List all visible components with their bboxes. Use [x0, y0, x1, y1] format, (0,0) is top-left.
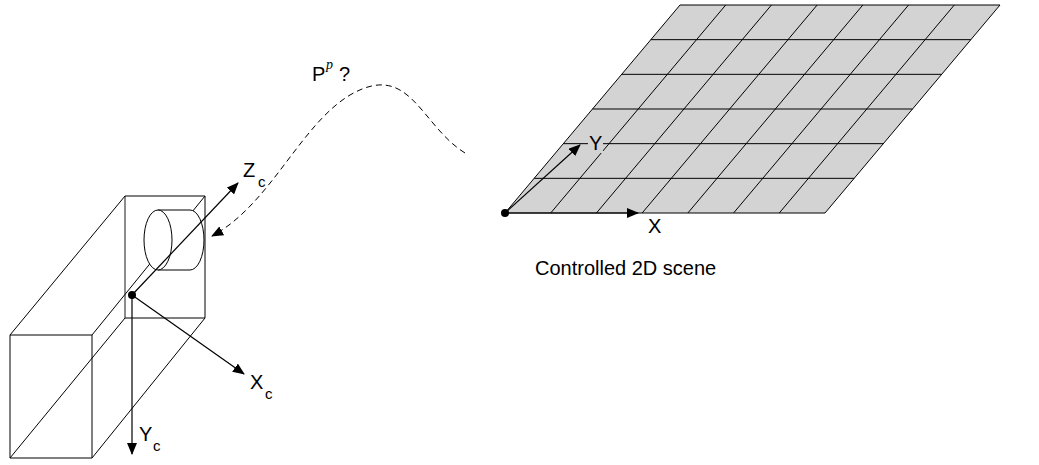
grid-lines [534, 5, 971, 213]
point-label: ? [339, 64, 350, 84]
axis-arrow [505, 145, 580, 213]
axis-label: X [648, 216, 661, 236]
axis-label: Y [588, 133, 603, 153]
axis-subscript: c [153, 438, 161, 453]
axis-label: Y [139, 424, 152, 444]
axis-arrow [132, 295, 244, 374]
camera-body [10, 196, 205, 458]
axis-label: Z [243, 160, 255, 180]
axis-arrow [131, 295, 132, 454]
axis-subscript: c [265, 386, 273, 401]
mapping-arrow [212, 85, 465, 236]
axis-arrow [132, 183, 238, 295]
axis-arrow [505, 212, 638, 213]
camera-lens [144, 210, 204, 270]
superscript: p [326, 58, 333, 72]
axis-subscript: c [258, 174, 266, 189]
point-label: P [312, 64, 325, 84]
scene-caption: Controlled 2D scene [535, 258, 716, 278]
axis-label: X [250, 372, 263, 392]
scene-plane [505, 5, 1000, 213]
